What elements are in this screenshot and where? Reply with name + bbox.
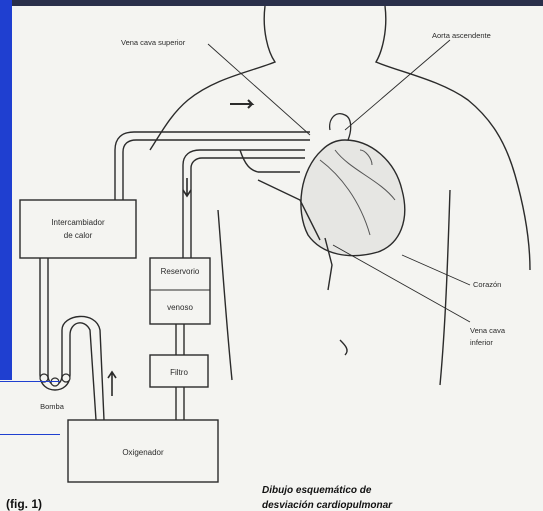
caption-line-1: Dibujo esquemático de (262, 485, 372, 496)
label-vena-cava-inferior-1: Vena cava (470, 326, 506, 335)
reservoir-label-2: venoso (167, 303, 193, 312)
label-aorta-ascendente: Aorta ascendente (432, 31, 491, 40)
slide-rule-1 (0, 381, 60, 382)
heat-exchanger-box (20, 200, 136, 258)
figure-number: (fig. 1) (6, 497, 42, 511)
label-corazon: Corazón (473, 280, 501, 289)
filter-label: Filtro (170, 368, 188, 377)
heat-exchanger-label-2: de calor (64, 231, 93, 240)
heat-exchanger-label-1: Intercambiador (51, 218, 105, 227)
label-vena-cava-inferior-2: inferior (470, 338, 493, 347)
oxygenator-label: Oxigenador (122, 448, 164, 457)
slide-rule-2 (0, 434, 60, 435)
pump-label: Bomba (40, 402, 65, 411)
reservoir-label-1: Reservorio (161, 267, 200, 276)
caption-line-2: desviación cardiopulmonar (262, 500, 393, 511)
label-vena-cava-superior: Vena cava superior (121, 38, 186, 47)
slide-blue-frame (0, 0, 12, 380)
